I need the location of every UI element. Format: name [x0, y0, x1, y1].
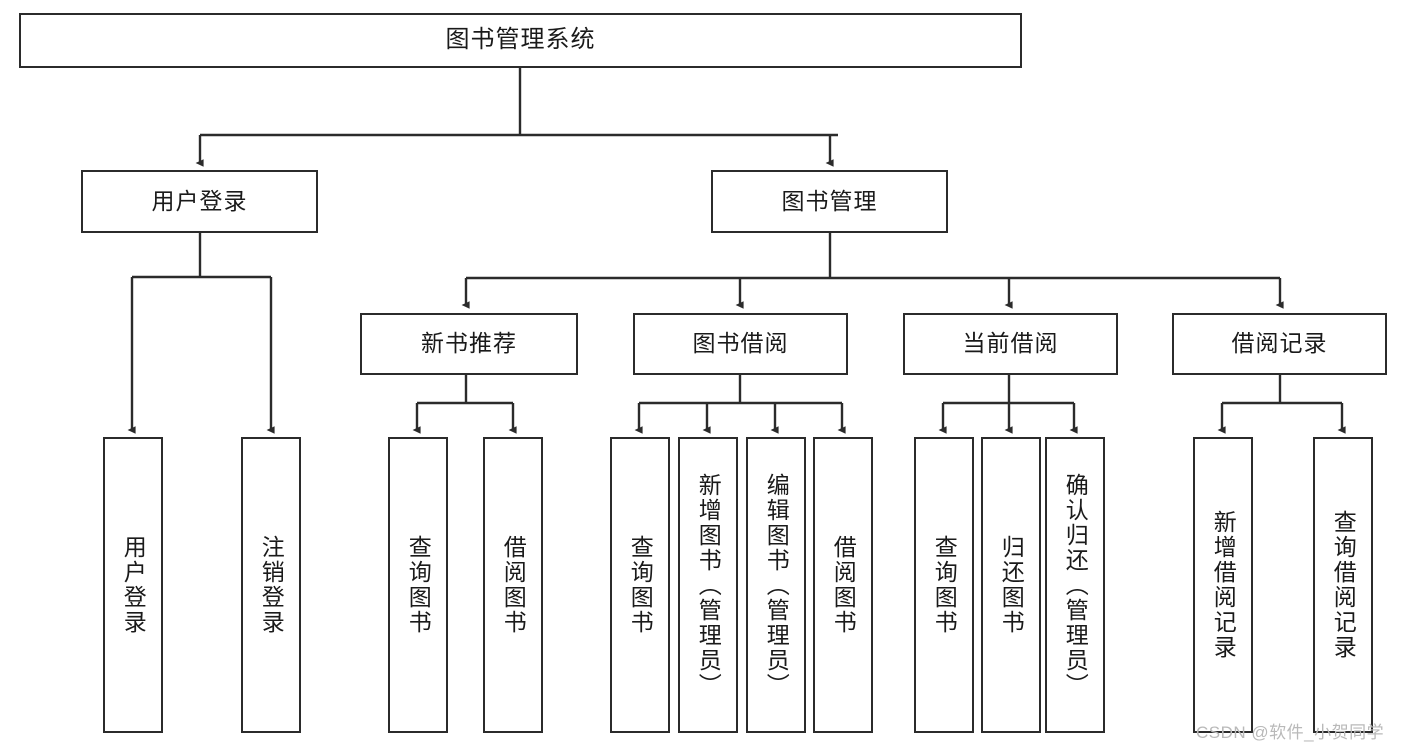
- node-leaf-logout-login[interactable]: 注销登录: [241, 437, 301, 733]
- node-leaf-return-book[interactable]: 归还图书: [981, 437, 1041, 733]
- node-leaf-query-book-3-label: 查询图书: [931, 535, 958, 635]
- node-leaf-query-borrow-record[interactable]: 查询借阅记录: [1313, 437, 1373, 733]
- node-leaf-borrow-book-1-label: 借阅图书: [500, 535, 527, 635]
- node-leaf-query-book-2-label: 查询图书: [627, 535, 654, 635]
- node-leaf-user-login[interactable]: 用户登录: [103, 437, 163, 733]
- node-leaf-query-book-1[interactable]: 查询图书: [388, 437, 448, 733]
- node-current-borrow[interactable]: 当前借阅: [903, 313, 1118, 375]
- node-leaf-confirm-return-label: 确认归还（管理员）: [1062, 472, 1089, 698]
- node-leaf-user-login-label: 用户登录: [120, 535, 147, 635]
- node-leaf-borrow-book-2-label: 借阅图书: [830, 535, 857, 635]
- node-leaf-borrow-book-1[interactable]: 借阅图书: [483, 437, 543, 733]
- node-book-borrow-label: 图书借阅: [692, 330, 789, 357]
- csdn-watermark: CSDN @软件_小贺同学: [1196, 718, 1384, 743]
- node-leaf-add-book-label: 新增图书（管理员）: [695, 472, 722, 698]
- node-leaf-add-book[interactable]: 新增图书（管理员）: [678, 437, 738, 733]
- node-root-system[interactable]: 图书管理系统: [19, 13, 1022, 68]
- node-leaf-borrow-book-2[interactable]: 借阅图书: [813, 437, 873, 733]
- node-root-system-label: 图书管理系统: [445, 26, 596, 54]
- node-leaf-query-book-2[interactable]: 查询图书: [610, 437, 670, 733]
- node-leaf-add-borrow-record-label: 新增借阅记录: [1210, 510, 1237, 660]
- node-current-borrow-label: 当前借阅: [962, 330, 1059, 357]
- node-leaf-return-book-label: 归还图书: [998, 535, 1025, 635]
- node-leaf-query-book-1-label: 查询图书: [405, 535, 432, 635]
- node-book-manage-label: 图书管理: [781, 187, 878, 214]
- csdn-watermark-text: CSDN @软件_小贺同学: [1196, 723, 1385, 742]
- node-borrow-record[interactable]: 借阅记录: [1172, 313, 1387, 375]
- node-leaf-confirm-return[interactable]: 确认归还（管理员）: [1045, 437, 1105, 733]
- node-leaf-edit-book[interactable]: 编辑图书（管理员）: [746, 437, 806, 733]
- node-leaf-add-borrow-record[interactable]: 新增借阅记录: [1193, 437, 1253, 733]
- node-book-manage[interactable]: 图书管理: [711, 170, 948, 233]
- node-new-book-recommend-label: 新书推荐: [421, 330, 517, 357]
- node-borrow-record-label: 借阅记录: [1231, 330, 1328, 357]
- node-leaf-query-book-3[interactable]: 查询图书: [914, 437, 974, 733]
- node-leaf-logout-login-label: 注销登录: [258, 535, 285, 635]
- node-leaf-edit-book-label: 编辑图书（管理员）: [763, 472, 790, 698]
- node-book-borrow[interactable]: 图书借阅: [633, 313, 848, 375]
- node-user-login[interactable]: 用户登录: [81, 170, 318, 233]
- node-new-book-recommend[interactable]: 新书推荐: [360, 313, 578, 375]
- node-leaf-query-borrow-record-label: 查询借阅记录: [1330, 510, 1357, 660]
- node-user-login-label: 用户登录: [151, 187, 248, 214]
